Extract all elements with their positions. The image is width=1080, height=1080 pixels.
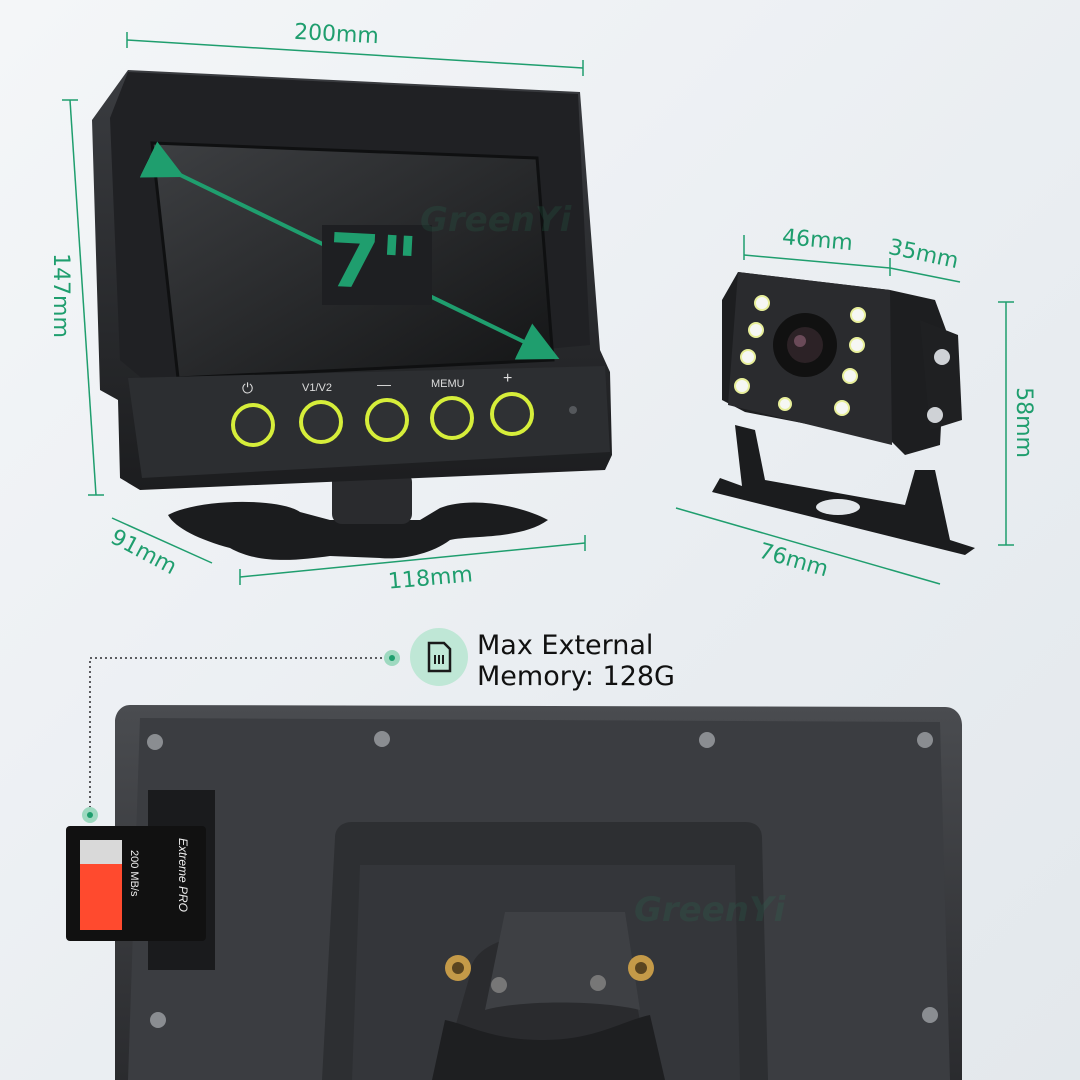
dimension-lines (62, 32, 1014, 585)
v1v2-button-label: V1/V2 (302, 382, 332, 394)
watermark-top: GreenYi (420, 200, 572, 240)
monitor-stand (168, 472, 548, 560)
monitor-height-label: 147mm (47, 253, 73, 338)
minus-button-label: — (377, 376, 391, 392)
power-button-label: ⏻ (242, 380, 254, 396)
monitor (92, 70, 612, 490)
monitor-back (115, 705, 962, 1080)
memory-line-1: Max External (477, 630, 654, 661)
sd-card-icon (410, 628, 468, 686)
camera (712, 272, 975, 555)
plus-button-label: + (503, 370, 513, 387)
screen-size-label: 7" (325, 217, 421, 309)
monitor-width-label: 200mm (293, 19, 380, 50)
memory-pointer (89, 657, 392, 815)
sd-card-brand: Extreme PRO (176, 838, 190, 913)
camera-height-label: 58mm (1010, 387, 1036, 458)
memory-line-2: Memory: 128G (477, 661, 675, 692)
sd-card-speed: 200 MB/s (128, 850, 140, 897)
watermark-bottom: GreenYi (634, 890, 786, 930)
memory-callout: Max External Memory: 128G (477, 630, 675, 692)
sd-card (66, 826, 206, 941)
menu-button-label: MEMU (431, 378, 465, 390)
